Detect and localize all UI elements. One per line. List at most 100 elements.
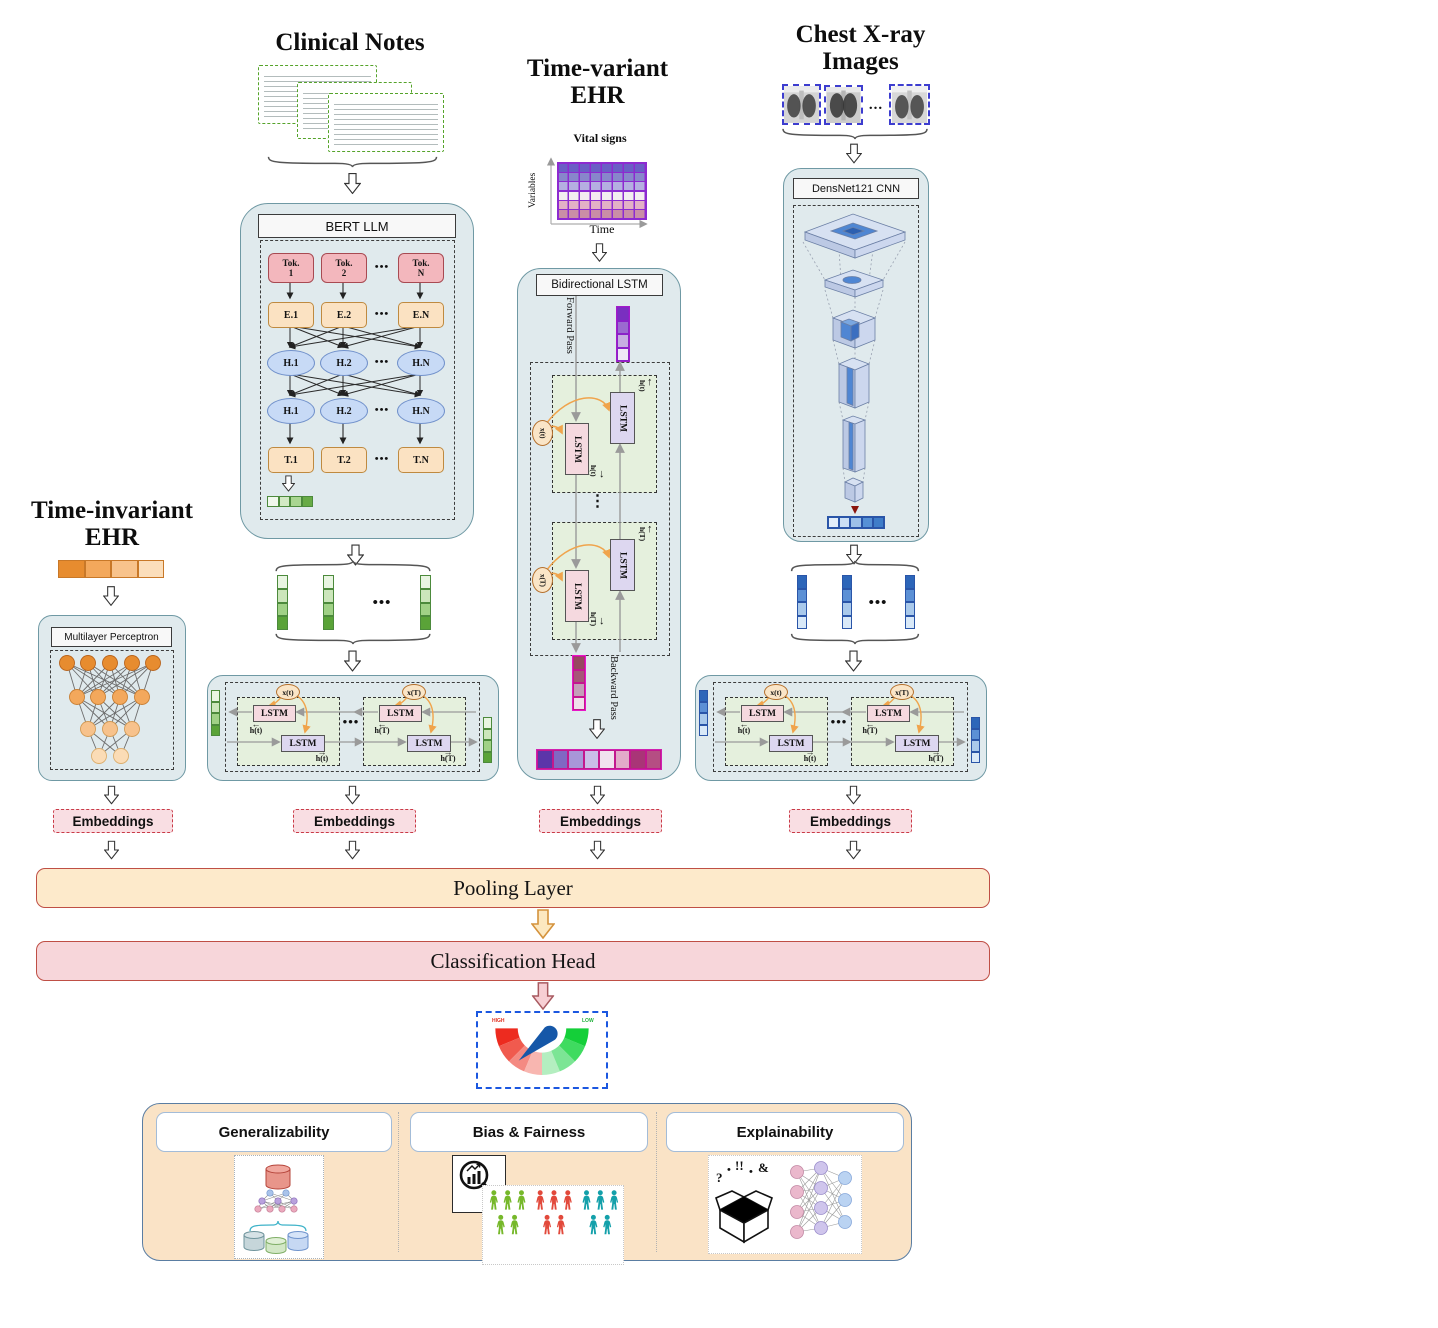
- lstm-cell-forward: LSTM: [769, 735, 813, 752]
- time-invariant-title: Time-invariant EHR: [22, 497, 202, 552]
- bert-token-node: Tok.2: [321, 253, 367, 283]
- left-arrow-icon: ←: [865, 719, 875, 729]
- bert-embedding-node: E.2: [321, 302, 367, 328]
- question-mark: ?: [716, 1170, 723, 1185]
- bert-hidden-node: H.N: [397, 398, 445, 424]
- bert-output-node: T.1: [268, 447, 314, 473]
- xray-image-thumb: [782, 84, 821, 125]
- lstm-cell-forward: LSTM: [281, 735, 325, 752]
- title-line: Chest X-ray: [795, 21, 926, 48]
- vital-signs-label: Vital signs: [573, 131, 627, 145]
- left-arrow-icon: ←: [251, 719, 261, 729]
- explain-network-icon: [790, 1161, 852, 1239]
- bert-output-node: T.2: [321, 447, 367, 473]
- red-arrow-icon: [851, 506, 859, 514]
- dot: •: [749, 1166, 753, 1178]
- block-output-strip: [971, 717, 980, 763]
- input-xT-badge: x(T): [402, 684, 426, 700]
- explainability-icon-card: ? • !! • &: [708, 1155, 862, 1254]
- ht-forward-label: →h(t): [310, 748, 334, 763]
- embeddings-box-timeseries: Embeddings: [539, 809, 662, 833]
- arrow-down-icon: [846, 839, 861, 861]
- risk-gauge-card: HIGH LOW: [476, 1011, 608, 1089]
- left-arrow-icon: ←: [377, 719, 387, 729]
- risk-gauge-icon: [495, 1025, 589, 1076]
- vertical-ellipsis: ⋮: [589, 493, 607, 510]
- xray-image-thumb: [889, 84, 930, 125]
- hT-forward-label: →h(T): [436, 748, 460, 763]
- arrow-down-icon: [104, 784, 119, 806]
- arrow-down-icon: [345, 839, 360, 861]
- ellipsis: •••: [374, 261, 390, 273]
- cnn-title-bar: DensNet121 CNN: [793, 178, 919, 199]
- lstm-cell-backward: LSTM: [253, 705, 296, 722]
- input-xT-badge: x(T): [890, 684, 914, 700]
- embeddings-box-static: Embeddings: [53, 809, 173, 833]
- mlp-inner-box: [50, 650, 174, 770]
- ellipsis: •••: [374, 404, 390, 416]
- bert-inner-box: [260, 240, 455, 520]
- text-embedding-strip: [420, 575, 431, 630]
- down-arrow-icon: ↓: [599, 615, 605, 627]
- arrow-down-icon: [846, 142, 862, 165]
- cnn-layers-graphic: [802, 213, 907, 514]
- arrow-down-icon: [104, 839, 119, 861]
- doc-text-lines: [334, 100, 438, 145]
- hT-label: h(T): [638, 527, 647, 542]
- bert-title-bar: BERT LLM: [258, 214, 456, 238]
- ellipsis: •••: [342, 714, 360, 729]
- backward-hidden-strip: [572, 655, 586, 711]
- group-teal: [582, 1190, 619, 1235]
- forward-pass-label: Forward Pass: [564, 297, 575, 354]
- backward-pass-label: Backward Pass: [608, 656, 619, 720]
- bert-embedding-node: E.1: [268, 302, 314, 328]
- arrow-down-icon: [344, 649, 361, 673]
- heatmap-axes: [546, 157, 648, 229]
- bert-embedding-node: E.N: [398, 302, 444, 328]
- bert-arrows: [286, 281, 424, 445]
- lstm-cell-backward: LSTM: [741, 705, 784, 722]
- arrow-down-icon: [590, 839, 605, 861]
- time-variant-title: Time-variant EHR: [515, 55, 680, 110]
- group-red: [536, 1190, 572, 1235]
- ht-backward-label: ←h(t): [244, 719, 268, 735]
- up-arrow-icon: ↑: [647, 376, 653, 388]
- panel-divider: [656, 1112, 657, 1252]
- right-arrow-icon: →: [931, 747, 941, 757]
- hT-forward-label: →h(T): [924, 747, 948, 763]
- gauge-needle: [518, 1025, 558, 1061]
- arrow-down-icon: [344, 171, 361, 196]
- brace-down-icon: [265, 155, 440, 168]
- bilstm-block-inner: [713, 682, 968, 772]
- classification-head-bar: Classification Head: [36, 941, 990, 981]
- dot: •: [727, 1164, 731, 1176]
- lstm-cell-backward: LSTM: [610, 539, 635, 591]
- left-arrow-icon: ←: [739, 719, 749, 729]
- arrow-down-icon: [590, 784, 605, 806]
- generalizability-icon: [243, 1164, 309, 1254]
- image-embedding-strip: [797, 575, 807, 629]
- brace-up-icon: [249, 1220, 307, 1232]
- clinical-note-doc-3: [328, 93, 444, 152]
- bilstm-title-bar: Bidirectional LSTM: [536, 274, 663, 296]
- bert-hidden-node: H.1: [267, 398, 315, 424]
- brace-down-icon: [780, 127, 930, 140]
- arrow-down-icon: [103, 584, 119, 608]
- lstm-cell-forward: LSTM: [895, 735, 939, 752]
- input-xT-badge: x(T): [532, 567, 553, 593]
- right-arrow-icon: →: [805, 747, 815, 757]
- heatmap-x-label: Time: [589, 222, 615, 236]
- title-line: EHR: [570, 81, 625, 109]
- bilstm-flow-arrows: [545, 296, 625, 653]
- heatmap-grid: [558, 163, 646, 219]
- arrow-down-icon: [282, 473, 295, 494]
- arrow-down-icon: [846, 784, 861, 806]
- ht-label: h(t): [638, 380, 647, 392]
- explainability-title: Explainability: [666, 1112, 904, 1152]
- ellipsis: •••: [372, 595, 392, 611]
- down-arrow-icon: ↓: [599, 468, 605, 480]
- input-xt-badge: x(t): [276, 684, 300, 700]
- cnn-inner-box: [793, 205, 919, 537]
- bert-hidden-node: H.N: [397, 350, 445, 376]
